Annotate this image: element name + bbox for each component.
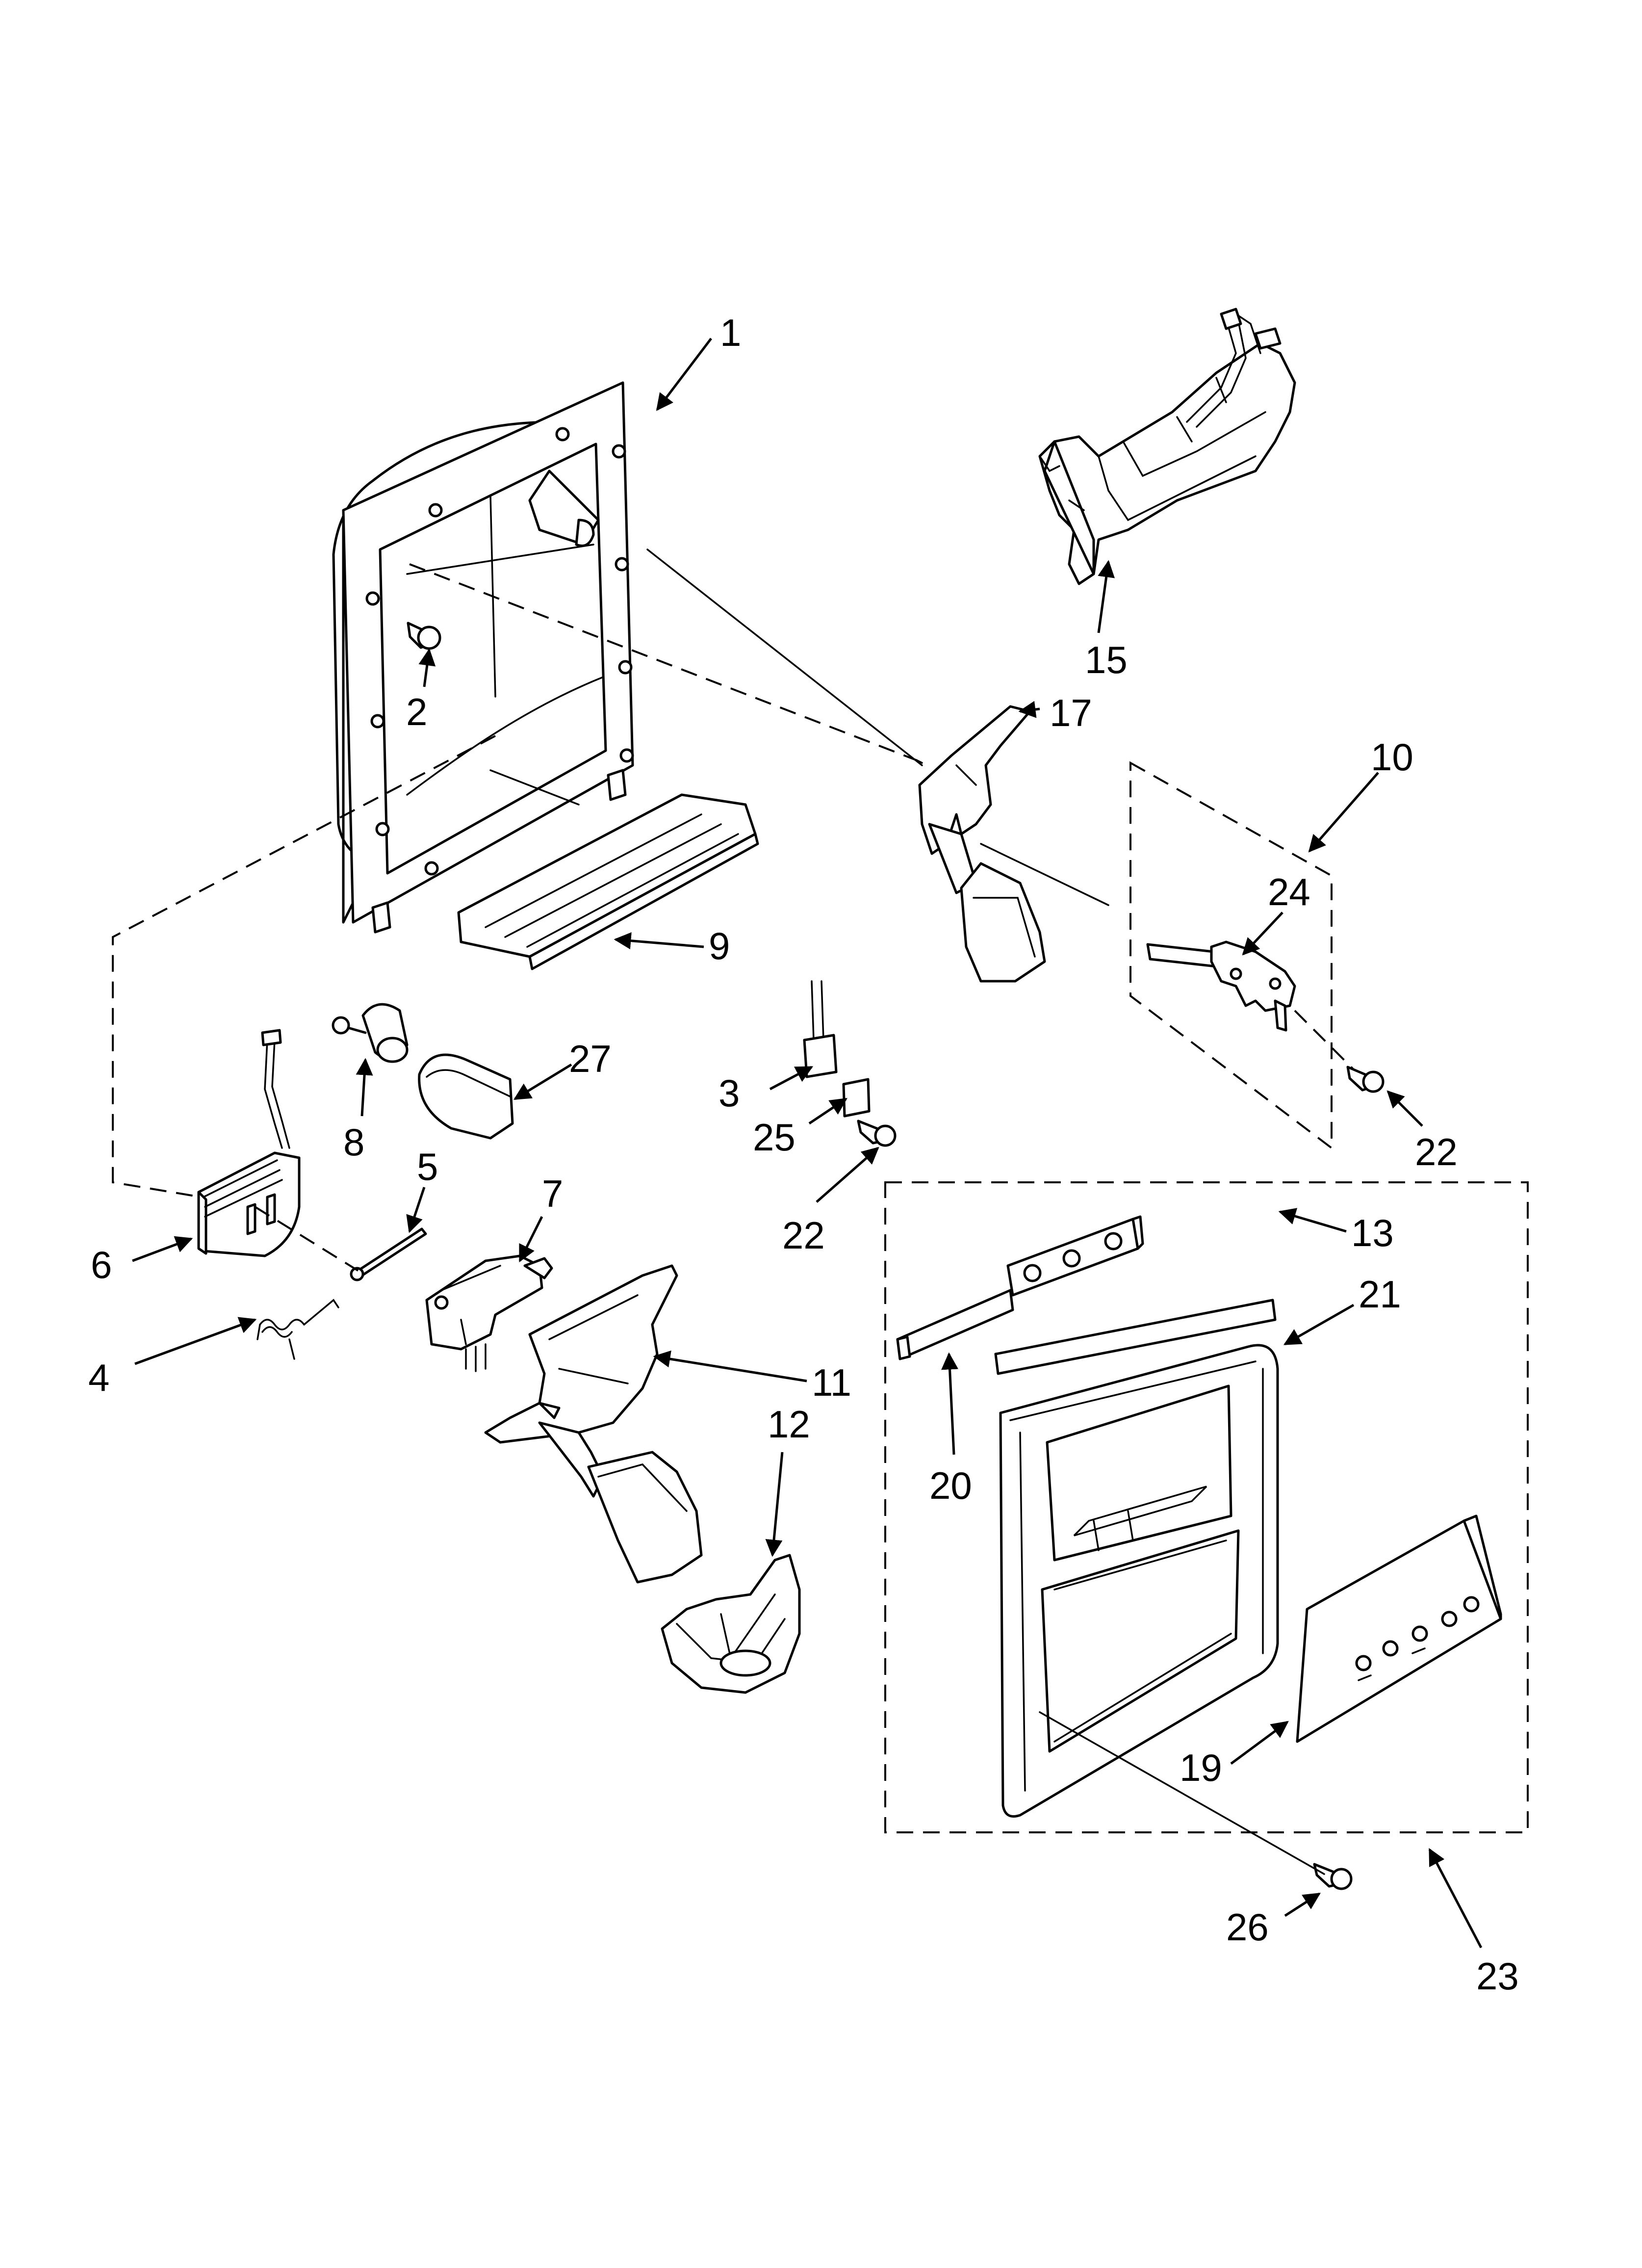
part-24-actuator — [1146, 940, 1296, 1032]
part-8-solenoid — [332, 1003, 409, 1063]
part-3-spring-contact — [803, 980, 838, 1078]
callout-labels: 1 2 15 17 10 24 9 27 8 3 25 22 22 5 7 6 … — [88, 311, 1519, 1998]
callout-23: 23 — [1476, 1955, 1519, 1998]
callout-25: 25 — [753, 1116, 795, 1159]
callout-9: 9 — [709, 924, 730, 967]
callout-11: 11 — [812, 1361, 851, 1404]
callout-7: 7 — [542, 1172, 563, 1215]
part-11-lever — [484, 1264, 703, 1584]
callout-2: 2 — [406, 690, 427, 733]
callout-26: 26 — [1226, 1905, 1269, 1949]
callout-17: 17 — [1050, 691, 1092, 734]
callout-8: 8 — [343, 1121, 364, 1164]
part-10-group-border — [1129, 761, 1333, 1150]
part-12-ice-chute — [661, 1554, 801, 1694]
part-5-pin — [350, 1227, 427, 1281]
callout-22-right: 22 — [1415, 1130, 1458, 1173]
callout-27: 27 — [569, 1037, 612, 1080]
part-6-control-box — [197, 1029, 301, 1257]
callout-4: 4 — [88, 1356, 109, 1399]
part-20-led-board — [896, 1215, 1144, 1360]
callout-12: 12 — [768, 1403, 810, 1446]
callout-13: 13 — [1351, 1211, 1394, 1254]
part-21-front-frame — [999, 1344, 1279, 1818]
callout-15: 15 — [1085, 638, 1128, 681]
callout-6: 6 — [91, 1243, 112, 1286]
callout-24: 24 — [1268, 870, 1310, 913]
part-26-screw — [1313, 1863, 1353, 1890]
part-22-screw-right — [1346, 1066, 1385, 1093]
callout-5: 5 — [417, 1145, 438, 1188]
callout-3: 3 — [718, 1071, 740, 1115]
part-2-screw — [407, 622, 441, 650]
callout-19: 19 — [1180, 1746, 1222, 1789]
part-27-cover — [418, 1053, 514, 1140]
housing-mounting-holes — [365, 427, 634, 876]
part-4-torsion-spring — [257, 1299, 339, 1360]
part-15-bracket — [1038, 308, 1296, 585]
part-7-actuator — [425, 1254, 553, 1372]
part-17-lever-arm — [918, 705, 1046, 983]
callout-1: 1 — [720, 311, 741, 354]
callout-22-middle: 22 — [782, 1214, 825, 1257]
part-25-clip — [842, 1078, 871, 1118]
callout-20: 20 — [929, 1464, 972, 1507]
leader-arrows — [132, 338, 1483, 1949]
part-22-screw-middle — [857, 1120, 897, 1147]
part-23-group-border — [884, 1181, 1529, 1833]
callout-10: 10 — [1371, 735, 1413, 779]
part-19-control-panel — [1296, 1514, 1502, 1743]
part-13-seal-strip — [994, 1299, 1277, 1375]
callout-21: 21 — [1359, 1273, 1401, 1316]
part-9-drip-tray — [457, 793, 759, 970]
alignment-lines — [112, 548, 1355, 1875]
